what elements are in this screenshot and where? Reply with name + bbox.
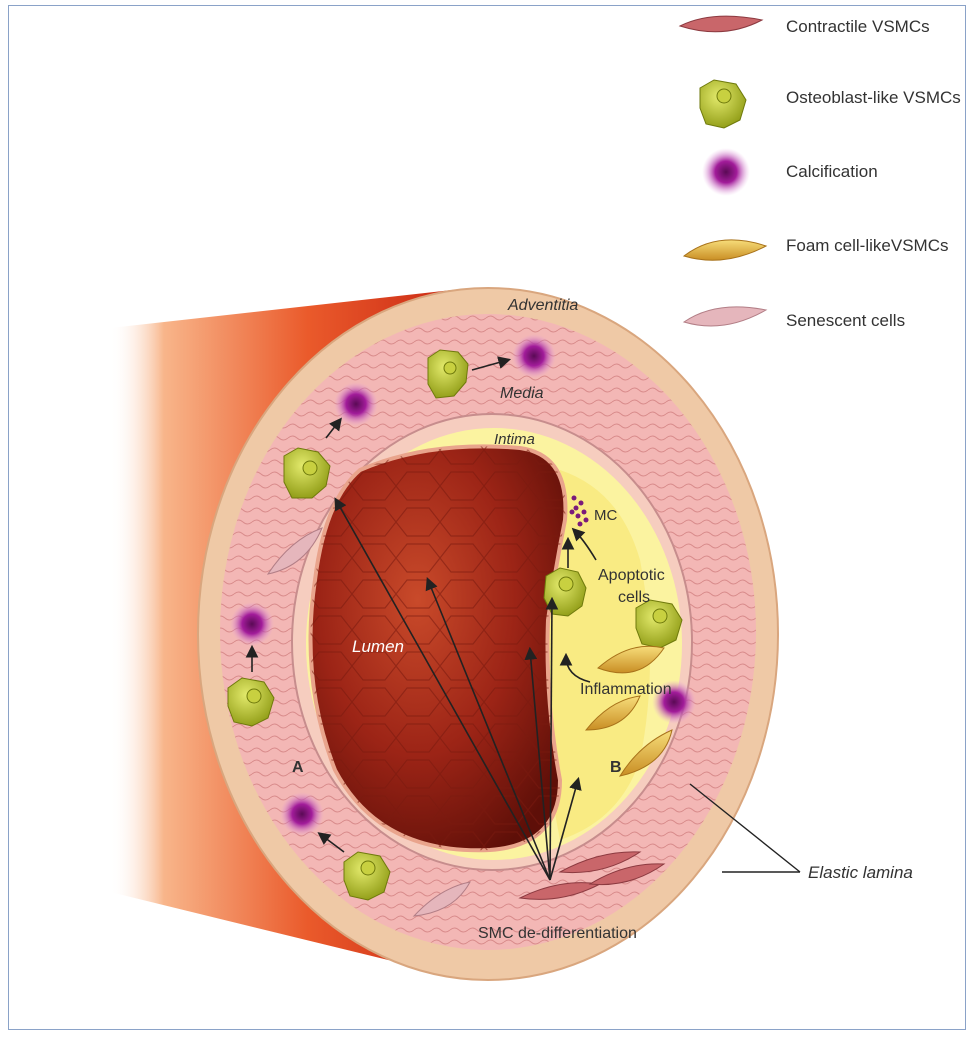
legend-label-foam: Foam cell-likeVSMCs [786,236,948,255]
apoptotic-label-line1: Apoptotic [598,567,665,584]
elastic-lamina-label: Elastic lamina [808,863,913,882]
intima-label: Intima [494,431,535,448]
foam-cell-vsmc-icon [684,240,766,260]
legend-label-osteoblast: Osteoblast-like VSMCs [786,88,961,107]
senescent-cell-icon [684,307,766,326]
calcification-spot [512,334,556,378]
legend-label-calcification: Calcification [786,162,878,181]
mc-label: MC [594,507,617,524]
region-a-label: A [292,759,304,776]
osteoblast-vsmc-icon [700,80,746,128]
inflammation-label: Inflammation [580,681,672,698]
calcification-spot [230,602,274,646]
contractile-vsmc-icon [680,16,762,32]
legend: Contractile VSMCs Osteoblast-like VSMCs … [680,16,961,330]
legend-label-contractile: Contractile VSMCs [786,17,930,36]
adventitia-label: Adventitia [507,297,578,314]
calcification-spot [280,792,324,836]
legend-label-senescent: Senescent cells [786,311,905,330]
apoptotic-label-line2: cells [618,589,650,606]
media-label: Media [500,385,544,402]
lumen-label: Lumen [352,637,404,656]
region-b-label: B [610,759,622,776]
smc-dedifferentiation-label: SMC de-differentiation [478,925,637,942]
calcification-spot [334,382,378,426]
calcification-icon [702,148,750,196]
